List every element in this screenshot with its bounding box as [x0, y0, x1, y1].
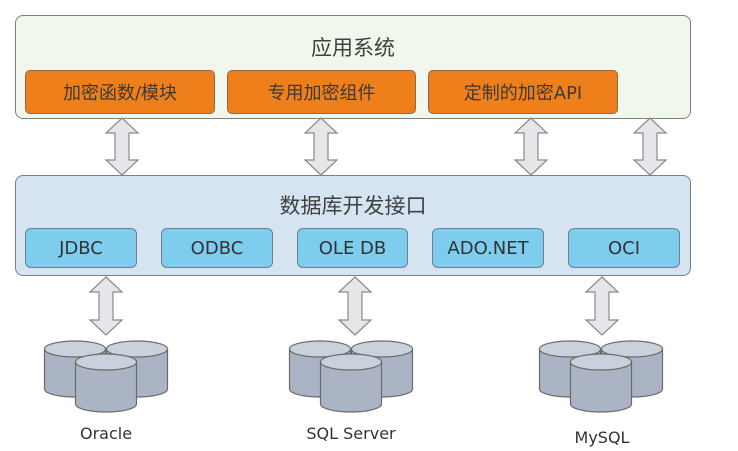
arrow-oracle-icon: [88, 276, 124, 336]
database-oracle-icon: [43, 340, 169, 413]
database-mysql-icon: [538, 340, 664, 413]
arrow-sql-server-icon: [337, 276, 373, 336]
arrow-crypto-functions-icon: [104, 117, 140, 176]
database-label-sql-server: SQL Server: [306, 424, 396, 443]
arrow-custom-api-icon: [513, 117, 549, 176]
arrow-mysql-icon: [584, 276, 620, 336]
arrow-direct-icon: [632, 117, 668, 176]
database-sql-server-icon: [288, 340, 414, 413]
application-system-title: 应用系统: [311, 36, 395, 60]
interface-oci: OCI: [568, 228, 680, 268]
component-dedicated-crypto: 专用加密组件: [227, 70, 416, 114]
component-crypto-functions: 加密函数/模块: [25, 70, 215, 114]
database-label-mysql: MySQL: [574, 428, 630, 447]
database-interface-title: 数据库开发接口: [279, 194, 427, 218]
database-label-oracle: Oracle: [79, 424, 133, 443]
interface-ole-db: OLE DB: [297, 228, 408, 268]
application-system-layer: 应用系统 加密函数/模块 专用加密组件 定制的加密API: [15, 15, 691, 119]
interface-odbc: ODBC: [161, 228, 273, 268]
interface-jdbc: JDBC: [25, 228, 137, 268]
interface-ado-net: ADO.NET: [432, 228, 544, 268]
arrow-dedicated-crypto-icon: [303, 117, 339, 176]
component-custom-crypto-api: 定制的加密API: [428, 70, 618, 114]
database-interface-layer: 数据库开发接口 JDBC ODBC OLE DB ADO.NET OCI: [15, 175, 691, 276]
